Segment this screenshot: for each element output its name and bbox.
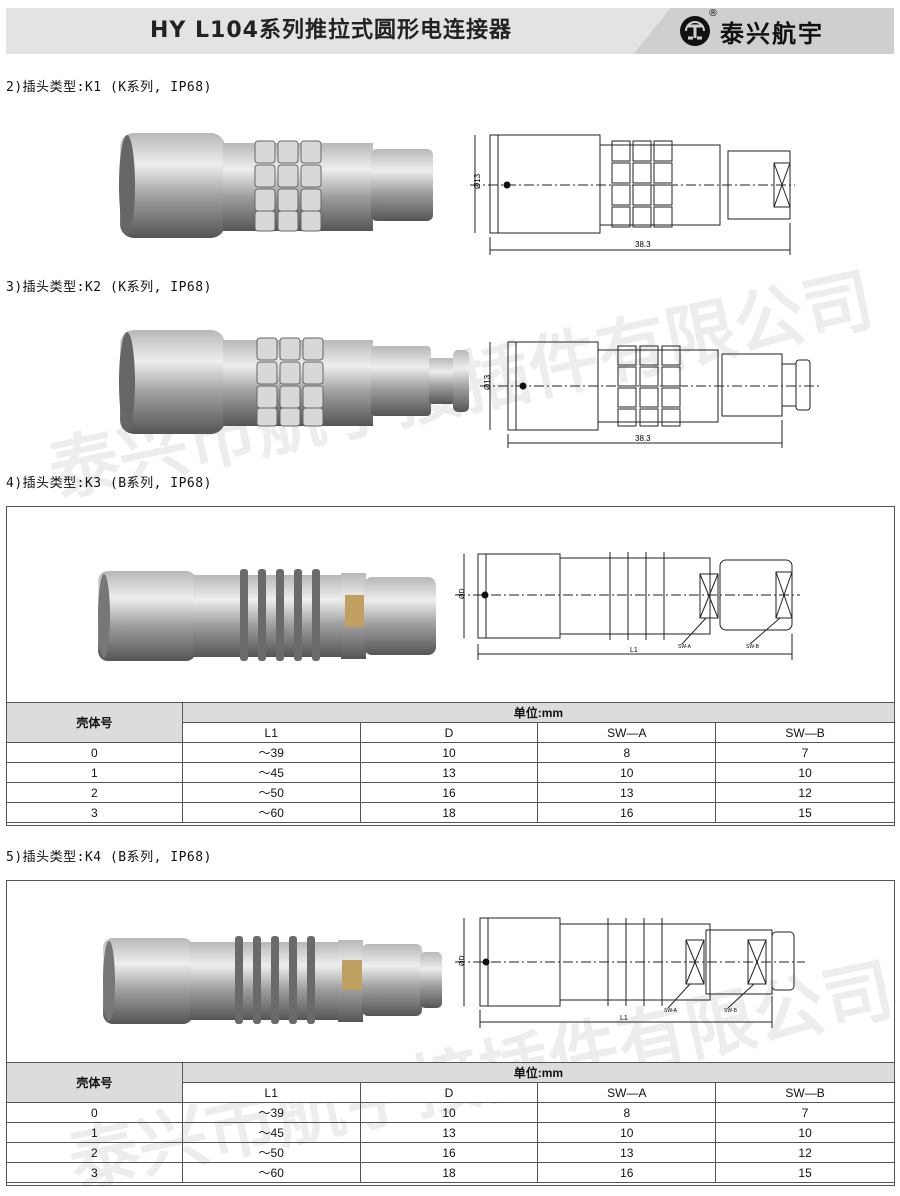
table-cell: 8 bbox=[537, 1102, 717, 1123]
dim-sw-a-k3: SW-A bbox=[678, 644, 692, 650]
technical-drawing-k2: Ø13 38.3 bbox=[480, 341, 820, 448]
technical-drawing-k4: ØD L1 SW-A SW-B bbox=[455, 917, 805, 1028]
table-cell: 13 bbox=[537, 1142, 717, 1163]
brand-logo: ® 泰兴航宇 bbox=[678, 8, 824, 50]
technical-drawing-k1: Ø13 38.3 bbox=[470, 134, 795, 255]
table-col-l1: L1 bbox=[181, 1082, 361, 1103]
table-cell: ～45 bbox=[181, 762, 361, 783]
table-cell: 1 bbox=[6, 1122, 183, 1143]
table-cell: ～60 bbox=[181, 1162, 361, 1183]
table-cell: 7 bbox=[715, 742, 895, 763]
dim-diameter-k2: Ø13 bbox=[483, 374, 492, 390]
section-label-k1: 2)插头类型:K1 (K系列, IP68) bbox=[6, 80, 212, 95]
table-cell: 18 bbox=[359, 1162, 539, 1183]
technical-drawing-k3: ØD L1 SW-A SW-B bbox=[455, 552, 800, 660]
table-cell: 15 bbox=[715, 802, 895, 823]
table-header-shell: 壳体号 bbox=[6, 1062, 183, 1103]
table-header-unit: 单位:mm bbox=[181, 1062, 896, 1083]
product-photo-k3 bbox=[98, 569, 436, 661]
table-cell: ～50 bbox=[181, 782, 361, 803]
table-cell: 1 bbox=[6, 762, 183, 783]
table-col-l1: L1 bbox=[181, 722, 361, 743]
table-cell: 10 bbox=[359, 742, 539, 763]
table-cell: 10 bbox=[537, 762, 717, 783]
dim-length-k3: L1 bbox=[630, 647, 638, 654]
table-cell: 12 bbox=[715, 1142, 895, 1163]
table-cell: 10 bbox=[359, 1102, 539, 1123]
dim-sw-b-k4: SW-B bbox=[724, 1008, 738, 1014]
table-cell: ～39 bbox=[181, 1102, 361, 1123]
section-label-k3: 4)插头类型:K3 (B系列, IP68) bbox=[6, 476, 212, 491]
product-photo-k4 bbox=[103, 936, 442, 1024]
table-cell: 3 bbox=[6, 802, 183, 823]
table-cell: 10 bbox=[715, 1122, 895, 1143]
table-cell: 10 bbox=[715, 762, 895, 783]
panel-k4 bbox=[6, 880, 895, 1186]
product-photo-k1 bbox=[119, 133, 433, 238]
table-cell: 18 bbox=[359, 802, 539, 823]
table-cell: 10 bbox=[537, 1122, 717, 1143]
table-cell: 16 bbox=[359, 782, 539, 803]
brand-registered-mark: ® bbox=[708, 8, 718, 19]
table-cell: 0 bbox=[6, 1102, 183, 1123]
table-col-d: D bbox=[359, 722, 539, 743]
brand-name: 泰兴航宇 bbox=[720, 19, 824, 48]
table-col-d: D bbox=[359, 1082, 539, 1103]
dim-diameter-k4: ØD bbox=[459, 956, 466, 967]
table-col-sw-a: SW—A bbox=[537, 1082, 717, 1103]
table-cell: ～50 bbox=[181, 1142, 361, 1163]
table-col-sw-b: SW—B bbox=[715, 722, 895, 743]
table-cell: ～60 bbox=[181, 802, 361, 823]
panel-k3 bbox=[6, 506, 895, 826]
table-cell: 3 bbox=[6, 1162, 183, 1183]
dim-diameter-k1: Ø13 bbox=[473, 173, 482, 189]
section-label-k2: 3)插头类型:K2 (K系列, IP68) bbox=[6, 280, 212, 295]
table-cell: 13 bbox=[359, 762, 539, 783]
table-cell: ～39 bbox=[181, 742, 361, 763]
dim-sw-a-k4: SW-A bbox=[664, 1008, 678, 1014]
dim-length-k4: L1 bbox=[620, 1015, 628, 1022]
dim-length-k1: 38.3 bbox=[635, 240, 651, 249]
table-cell: 15 bbox=[715, 1162, 895, 1183]
table-cell: 16 bbox=[537, 802, 717, 823]
page-header: HY L104系列推拉式圆形电连接器 ® 泰兴航宇 bbox=[0, 0, 900, 62]
table-cell: 13 bbox=[359, 1122, 539, 1143]
table-header-unit: 单位:mm bbox=[181, 702, 896, 723]
brand-mark-icon bbox=[680, 16, 710, 46]
table-cell: 7 bbox=[715, 1102, 895, 1123]
dim-diameter-k3: ØD bbox=[459, 589, 466, 600]
header-logo-zone bbox=[634, 8, 894, 54]
dim-length-k2: 38.3 bbox=[635, 434, 651, 443]
page-title: HY L104系列推拉式圆形电连接器 bbox=[150, 18, 512, 43]
table-cell: 0 bbox=[6, 742, 183, 763]
table-cell: 12 bbox=[715, 782, 895, 803]
table-cell: ～45 bbox=[181, 1122, 361, 1143]
table-cell: 16 bbox=[359, 1142, 539, 1163]
table-col-sw-a: SW—A bbox=[537, 722, 717, 743]
product-photo-k2 bbox=[119, 330, 469, 434]
section-label-k4: 5)插头类型:K4 (B系列, IP68) bbox=[6, 850, 212, 865]
table-cell: 2 bbox=[6, 1142, 183, 1163]
table-cell: 16 bbox=[537, 1162, 717, 1183]
table-cell: 2 bbox=[6, 782, 183, 803]
table-cell: 8 bbox=[537, 742, 717, 763]
table-cell: 13 bbox=[537, 782, 717, 803]
table-header-shell: 壳体号 bbox=[6, 702, 183, 743]
dim-sw-b-k3: SW-B bbox=[746, 644, 760, 650]
table-col-sw-b: SW—B bbox=[715, 1082, 895, 1103]
